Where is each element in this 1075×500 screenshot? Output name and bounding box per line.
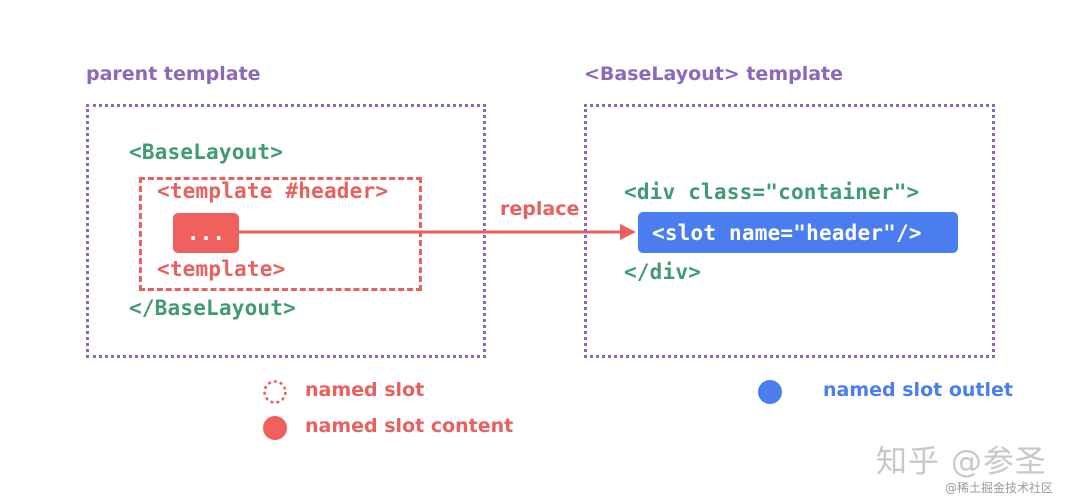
named-slot-box <box>139 177 422 291</box>
named-slot-content-pill: ... <box>173 213 239 253</box>
named-slot-outlet-legend-label: named slot outlet <box>823 379 1013 401</box>
slot-outlet-text: <slot name="header"/> <box>652 220 922 245</box>
div-container-open-tag: <div class="container"> <box>624 180 920 204</box>
base-layout-open-tag: <BaseLayout> <box>129 140 284 164</box>
watermark-juejin: @稀土掘金技术社区 <box>945 481 1054 495</box>
named-slot-outlet-legend-icon <box>758 380 782 404</box>
named-slot-legend-icon <box>263 380 287 404</box>
watermark-zhihu: 知乎 @参圣 <box>876 444 1047 480</box>
template-header-open-tag: <template #header> <box>157 179 389 203</box>
named-slot-legend-label: named slot <box>305 379 425 401</box>
parent-template-title: parent template <box>86 63 261 85</box>
template-close-tag: <template> <box>157 257 286 281</box>
slot-content-text: ... <box>186 221 226 245</box>
named-slot-content-legend-icon <box>263 416 287 440</box>
replace-label: replace <box>500 198 580 220</box>
div-close-tag: </div> <box>624 260 702 284</box>
replace-arrow <box>239 224 636 240</box>
named-slot-content-legend-label: named slot content <box>305 415 514 437</box>
named-slot-outlet-pill: <slot name="header"/> <box>638 212 958 253</box>
base-layout-template-title: <BaseLayout> template <box>584 63 844 85</box>
base-layout-close-tag: </BaseLayout> <box>129 296 296 320</box>
base-layout-template-box <box>584 104 995 358</box>
